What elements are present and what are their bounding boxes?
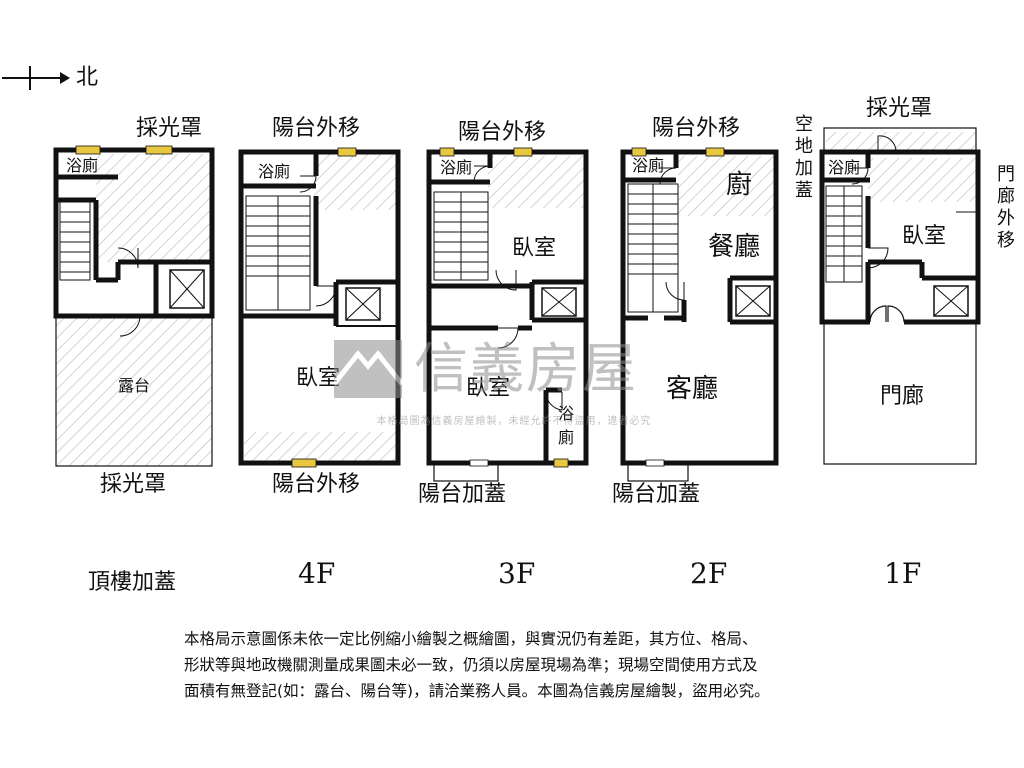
f1-bath-label: 浴廁 (828, 158, 861, 177)
f1-side-right-char: 門 (997, 164, 1015, 185)
elevator-icon (169, 269, 205, 309)
f2-living-label: 客廳 (666, 374, 719, 404)
elevator-icon (933, 285, 969, 317)
elevator-icon (735, 285, 771, 317)
f2-bath-label: 浴廁 (632, 156, 665, 175)
f3-bedroom1-label: 臥室 (512, 236, 557, 261)
f1-side-left-char: 地 (795, 136, 813, 157)
f2-kitchen-label: 廚 (726, 170, 753, 200)
elevator-icon (541, 287, 577, 317)
skylight-hatch (96, 154, 212, 262)
watermark-notice: 本格局圖為信義房屋繪製，未經允許不得盜用，違者必究 (376, 416, 652, 427)
f3-bedroom2-label: 臥室 (466, 376, 511, 401)
disclaimer-text: 本格局示意圖係未依一定比例縮小繪製之概繪圖，與實況仍有差距，其方位、格局、 形狀… (184, 626, 904, 704)
north-label: 北 (76, 65, 99, 90)
f4-floor-name: 4F (298, 557, 336, 590)
terrace-hatch (56, 316, 212, 466)
brand-logo-icon (332, 340, 404, 398)
f1-top-label: 採光罩 (866, 96, 933, 121)
disclaimer-line: 本格局示意圖係未依一定比例縮小繪製之概繪圖，與實況仍有差距，其方位、格局、 (184, 630, 758, 648)
floor-2f-plan (620, 147, 779, 482)
floor-1f-plan (819, 127, 981, 465)
f4-bath-label: 浴廁 (258, 162, 291, 181)
floor-4f-plan (238, 147, 401, 468)
roof-floor-name: 頂樓加蓋 (88, 570, 177, 595)
f2-dining-label: 餐廳 (708, 232, 761, 262)
f2-bottom-label: 陽台加蓋 (612, 482, 701, 507)
f2-top-label: 陽台外移 (652, 116, 741, 141)
f3-bath2-label-a: 浴 (558, 404, 575, 423)
f3-floor-name: 3F (498, 557, 536, 590)
f1-side-left-char: 蓋 (795, 180, 813, 201)
f1-floor-name: 1F (884, 557, 922, 590)
roof-bath-label: 浴廁 (66, 156, 99, 175)
f4-bottom-label: 陽台外移 (272, 472, 361, 497)
f3-top-label: 陽台外移 (458, 120, 547, 145)
roof-bottom-label: 採光罩 (100, 472, 167, 497)
elevator-icon (345, 287, 381, 321)
roof-top-label: 採光罩 (136, 116, 203, 141)
f2-floor-name: 2F (690, 557, 728, 590)
disclaimer-line: 形狀等與地政機關測量成果圖未必一致，仍須以房屋現場為準；現場空間使用方式及 (184, 656, 758, 674)
floor-3f-plan (426, 147, 589, 482)
watermark-brand: 信義房屋 (414, 337, 638, 400)
f1-side-right-char: 外 (997, 208, 1015, 229)
f1-porch-label: 門廊 (880, 384, 925, 409)
f1-side-right-char: 移 (997, 230, 1015, 251)
f1-side-right-label: 門 廊 外 移 (996, 164, 1016, 252)
f3-bottom-label: 陽台加蓋 (418, 482, 507, 507)
f1-bedroom-label: 臥室 (902, 224, 947, 249)
roof-floor-plan (53, 145, 215, 467)
disclaimer-line: 面積有無登記(如：露台、陽台等)，請洽業務人員。本圖為信義房屋繪製，盜用必究。 (184, 682, 770, 700)
f4-bedroom-label: 臥室 (296, 366, 341, 391)
north-arrow-icon (2, 66, 70, 90)
watermark: 信義房屋 本格局圖為信義房屋繪製，未經允許不得盜用，違者必究 (332, 337, 694, 427)
f4-top-label: 陽台外移 (272, 116, 361, 141)
roof-terrace-label: 露台 (118, 376, 151, 395)
f1-side-left-char: 加 (795, 158, 813, 179)
north-arrow: 北 (2, 66, 102, 92)
f1-side-right-char: 廊 (997, 186, 1015, 207)
f1-side-left-char: 空 (795, 114, 813, 135)
f1-side-left-label: 空 地 加 蓋 (794, 114, 814, 202)
f3-bath-label: 浴廁 (440, 158, 473, 177)
f3-bath2-label-b: 廁 (558, 428, 575, 447)
